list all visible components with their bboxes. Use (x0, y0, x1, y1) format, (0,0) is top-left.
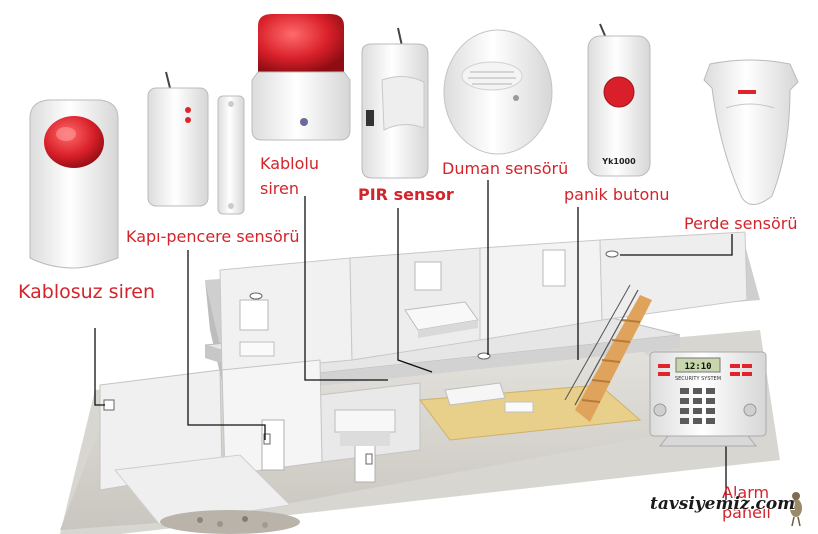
leader-kablosuz-siren (94, 328, 105, 406)
leader-perde (620, 234, 733, 256)
label-kablosuz-siren: Kablosuz siren (18, 281, 155, 303)
house (60, 231, 780, 534)
label-pir-sensor: PIR sensor (358, 185, 454, 204)
panel-strip-text: SECURITY SYSTEM (675, 376, 721, 382)
panic-button-device: Yk1000 (587, 23, 651, 177)
smoke-detector-device (443, 29, 553, 155)
remote-model-text: Yk1000 (601, 157, 636, 166)
wireless-siren-device (29, 99, 119, 269)
label-alarm-line2: paneli (722, 503, 771, 522)
pir-sensor-device (361, 27, 429, 179)
bird-mascot-icon (790, 492, 802, 527)
leader-pir (397, 208, 433, 373)
leader-lines (94, 180, 733, 500)
label-kablolu-line1: Kablolu (260, 154, 319, 173)
alarm-panel-device: 12:10 SECURITY SYSTEM (649, 351, 767, 447)
watermark-text: tavsiyemiz.com (650, 494, 796, 514)
wired-siren-device (251, 14, 351, 141)
label-kapi-pencere-sensoru: Kapı-pencere sensörü (126, 227, 300, 246)
label-kablolu-line2: siren (260, 179, 299, 198)
curtain-sensor-device (703, 59, 799, 205)
label-duman-sensoru: Duman sensörü (442, 159, 569, 178)
panel-display-text: 12:10 (684, 362, 711, 372)
leader-kablolu-siren (304, 196, 388, 381)
label-perde-sensoru: Perde sensörü (684, 214, 798, 233)
door-window-sensor-device (147, 71, 245, 215)
label-alarm-line1: Alarm (722, 483, 770, 502)
leader-kapi-pencere (187, 250, 266, 440)
label-panik-butonu: panik butonu (564, 185, 670, 204)
